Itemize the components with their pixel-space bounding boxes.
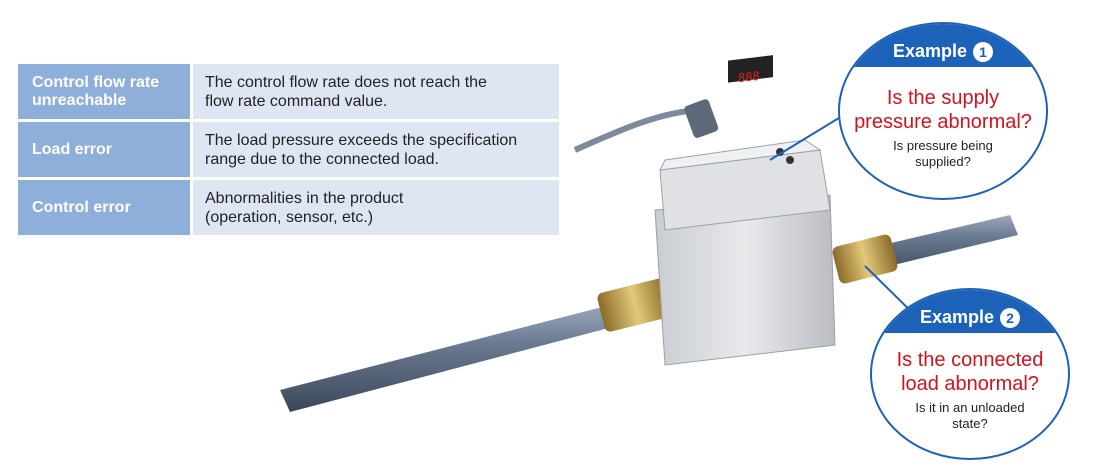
cable bbox=[573, 107, 701, 153]
error-name: Control error bbox=[18, 180, 190, 235]
table-row: Load error The load pressure exceeds the… bbox=[18, 122, 559, 177]
fitting-right bbox=[832, 234, 898, 284]
callout-detail: Is it in an unloaded state? bbox=[915, 400, 1025, 431]
error-table: Control flow rate unreachable The contro… bbox=[18, 64, 559, 238]
svg-text:888: 888 bbox=[738, 69, 760, 86]
fitting-left bbox=[597, 278, 673, 332]
connector bbox=[684, 99, 719, 138]
error-description: Abnormalities in the product (operation,… bbox=[193, 180, 559, 235]
tube-left bbox=[280, 305, 620, 412]
callout-question: Is the connected load abnormal? bbox=[896, 349, 1044, 395]
number-badge: 1 bbox=[973, 42, 994, 62]
error-description: The load pressure exceeds the specificat… bbox=[193, 122, 559, 177]
error-name: Load error bbox=[18, 122, 190, 177]
table-row: Control error Abnormalities in the produ… bbox=[18, 180, 559, 235]
number-badge: 2 bbox=[1000, 308, 1021, 328]
error-description: The control flow rate does not reach the… bbox=[193, 64, 559, 119]
display-panel bbox=[728, 55, 773, 83]
error-name: Control flow rate unreachable bbox=[18, 64, 190, 119]
table-row: Control flow rate unreachable The contro… bbox=[18, 64, 559, 119]
callout-detail: Is pressure being supplied? bbox=[893, 138, 993, 169]
callout-question: Is the supply pressure abnormal? bbox=[854, 87, 1032, 133]
